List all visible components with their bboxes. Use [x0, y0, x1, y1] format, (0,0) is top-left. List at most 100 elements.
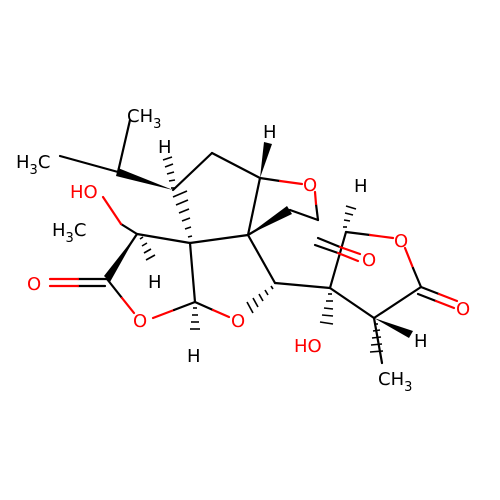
bond — [419, 285, 441, 296]
hash-bond — [139, 236, 144, 240]
wedge-bond — [248, 206, 292, 235]
bond — [336, 251, 360, 263]
bond — [210, 151, 262, 180]
hash-bond — [252, 297, 259, 308]
methyl-label-bottom: CH3 — [378, 369, 412, 395]
hash-bond — [162, 156, 173, 161]
bond — [328, 230, 348, 290]
bond — [246, 176, 262, 237]
bond — [193, 300, 215, 312]
subscript-digit: 3 — [404, 380, 412, 395]
bond — [246, 233, 277, 285]
bond — [172, 300, 197, 312]
bond — [188, 233, 250, 245]
bond — [188, 241, 197, 304]
wedge-bond — [260, 142, 272, 178]
bond — [314, 202, 320, 222]
bond — [416, 292, 438, 303]
hydroxyl-label-upper: HO — [70, 182, 98, 203]
bond — [258, 176, 282, 183]
hash-bond — [246, 301, 254, 314]
hash-bond — [370, 343, 383, 346]
bond — [105, 277, 124, 300]
oxygen-label: O — [303, 175, 317, 196]
hash-bond — [321, 314, 334, 317]
bond — [328, 286, 376, 320]
subscript-digit: 3 — [30, 163, 38, 178]
hash-bond — [184, 226, 192, 230]
bond — [120, 296, 136, 315]
hash-bond — [371, 336, 382, 339]
subscript-digit: 3 — [66, 231, 74, 246]
hydroxyl-label-lower: HO — [294, 336, 322, 357]
bond — [119, 222, 139, 236]
bond — [151, 308, 176, 320]
hash-bond — [172, 190, 188, 198]
hash-bond — [258, 293, 264, 302]
oxygen-label: O — [394, 231, 408, 252]
subscript-digit: 3 — [153, 117, 161, 132]
bond — [211, 308, 231, 319]
hash-bond — [164, 163, 174, 168]
bond — [372, 316, 384, 365]
hash-bond — [264, 289, 269, 296]
oxygen-label: O — [362, 250, 376, 271]
bond — [273, 281, 332, 290]
bond — [313, 190, 318, 206]
bond — [316, 236, 342, 249]
wedge-bond — [116, 168, 173, 190]
hash-bond — [168, 179, 176, 182]
bond — [434, 299, 456, 310]
hydrogen-label: H — [414, 331, 428, 352]
bonds-oxygen — [101, 176, 423, 320]
hash-bond — [143, 248, 152, 254]
bond — [403, 246, 415, 270]
bond — [368, 233, 395, 240]
hydrogen-label: H — [263, 122, 277, 143]
bond — [101, 195, 123, 226]
hydrogen-label: H — [187, 346, 201, 367]
hash-bond — [178, 208, 190, 214]
wedge-bond — [374, 318, 413, 338]
bond — [411, 266, 423, 289]
oxygen-label: O — [27, 274, 41, 295]
hydrogen-label: H — [158, 137, 172, 158]
hash-bond — [372, 329, 381, 332]
hash-bond — [270, 285, 274, 290]
bond — [135, 232, 192, 245]
bond — [171, 151, 214, 192]
hash-bond — [369, 350, 384, 353]
methyl-label-mid: H3C — [52, 220, 86, 246]
oxygen-label: O — [231, 311, 245, 332]
oxygen-label: O — [456, 299, 470, 320]
bonds-hashed — [139, 156, 384, 353]
wedge-bond — [104, 234, 137, 282]
bond — [344, 230, 372, 237]
hash-bond — [181, 217, 191, 222]
label-suffix: C — [74, 220, 87, 241]
hash-bond — [343, 219, 351, 222]
bond — [338, 245, 362, 256]
bond — [58, 154, 120, 174]
bond — [313, 243, 340, 255]
bonds-wedge — [104, 142, 413, 338]
oxygen-label: O — [133, 311, 147, 332]
methyl-label-top: CH3 — [127, 106, 161, 132]
hash-bond — [145, 254, 156, 261]
hydrogen-label: H — [148, 272, 162, 293]
hash-bond — [345, 205, 357, 210]
atom-labels: CH3 H3C H3C CH3 HO HO O O O O O O O H H … — [16, 106, 470, 395]
hash-bond — [166, 171, 175, 175]
hash-bond — [344, 212, 354, 216]
methyl-label-left: H3C — [16, 152, 50, 178]
hash-bond — [187, 235, 193, 238]
bond — [288, 208, 320, 222]
bond — [278, 179, 304, 186]
hash-bond — [319, 321, 334, 325]
bonds-double — [48, 236, 459, 310]
bond — [372, 285, 423, 320]
hash-bond — [175, 199, 189, 206]
hash-bond — [323, 307, 334, 310]
